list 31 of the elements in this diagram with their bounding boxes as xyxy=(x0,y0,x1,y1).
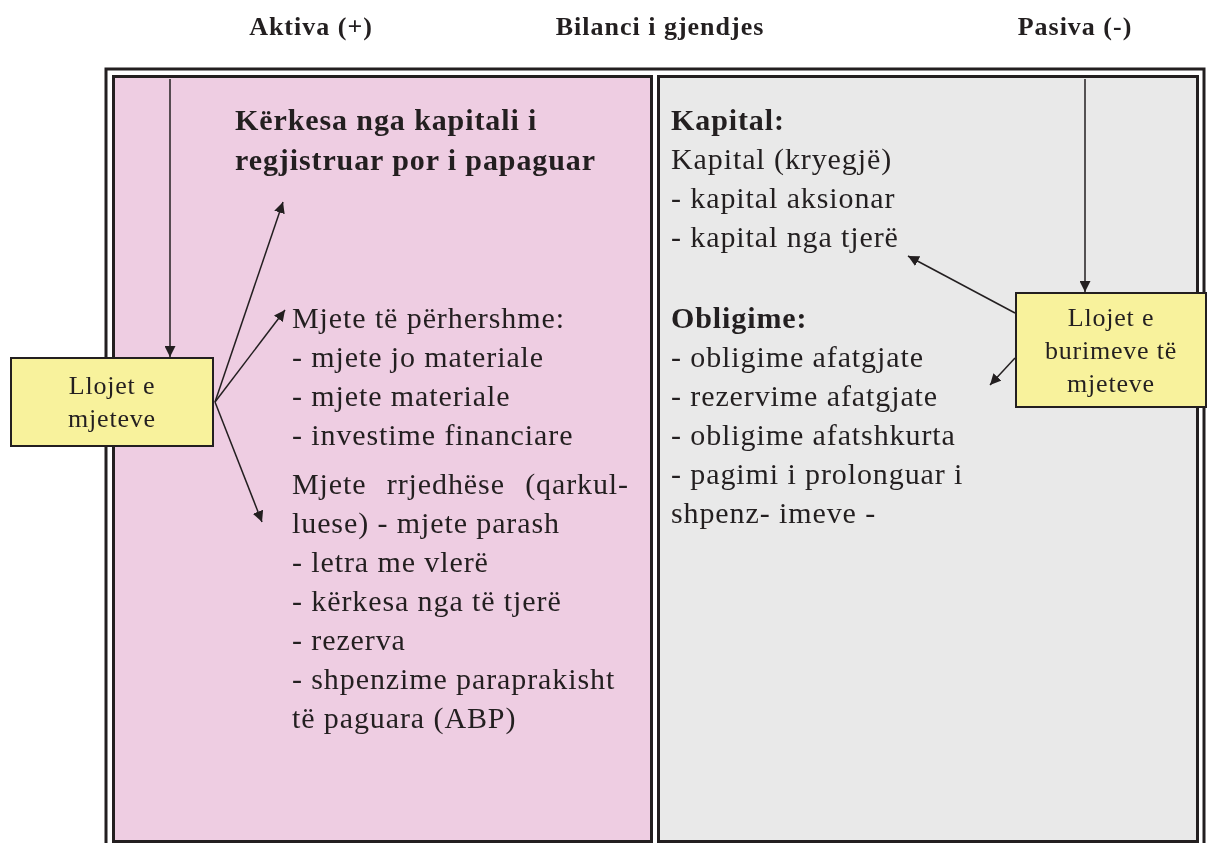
list-item-text: - rezervime afatgjate xyxy=(671,378,939,414)
arrow xyxy=(1079,78,1091,293)
list-item-text: - mjete materiale xyxy=(292,378,511,414)
list-item-text: Mjete të përhershme: xyxy=(292,300,565,336)
list-item-text: - kapital nga tjerë xyxy=(671,219,899,255)
list-item-text: - kapital aksionar xyxy=(671,180,896,216)
list-item-text: - kërkesa nga të tjerë xyxy=(292,583,562,619)
list-item-text: - pagimi i prolonguar i shpenz- imeve - xyxy=(671,456,965,531)
section-heading: Kërkesa nga kapitali i regjistruar por i papaguar xyxy=(235,102,597,178)
list-item-text: Mjete rrjedhëse (qarkul- luese) - mjete parash xyxy=(292,466,629,541)
diagram-title: Bilanci i gjendjes xyxy=(555,12,765,42)
list-item-text: - investime financiare xyxy=(292,417,574,453)
arrow xyxy=(989,357,1016,386)
column-panel xyxy=(657,75,1199,843)
section-heading: Kapital: xyxy=(671,102,785,138)
callout-box: Llojet e mjeteve xyxy=(10,357,214,447)
list-item-text: - letra me vlerë xyxy=(292,544,489,580)
list-item-text: Kapital (kryegjë) xyxy=(671,141,893,177)
column-label: Pasiva (-) xyxy=(1017,12,1133,42)
section-heading: Obligime: xyxy=(671,300,808,336)
column-label: Aktiva (+) xyxy=(249,12,373,42)
list-item-text: - shpenzime paraprakisht të paguara (ABP) xyxy=(292,661,617,736)
arrow xyxy=(214,309,286,403)
arrow xyxy=(907,255,1016,314)
list-item-text: - rezerva xyxy=(292,622,406,658)
arrow xyxy=(214,401,264,523)
list-item-text: - obligime afatshkurta xyxy=(671,417,956,453)
list-item-text: - mjete jo materiale xyxy=(292,339,545,375)
arrow xyxy=(164,78,176,358)
list-item-text: - obligime afatgjate xyxy=(671,339,924,375)
arrow xyxy=(214,201,285,403)
